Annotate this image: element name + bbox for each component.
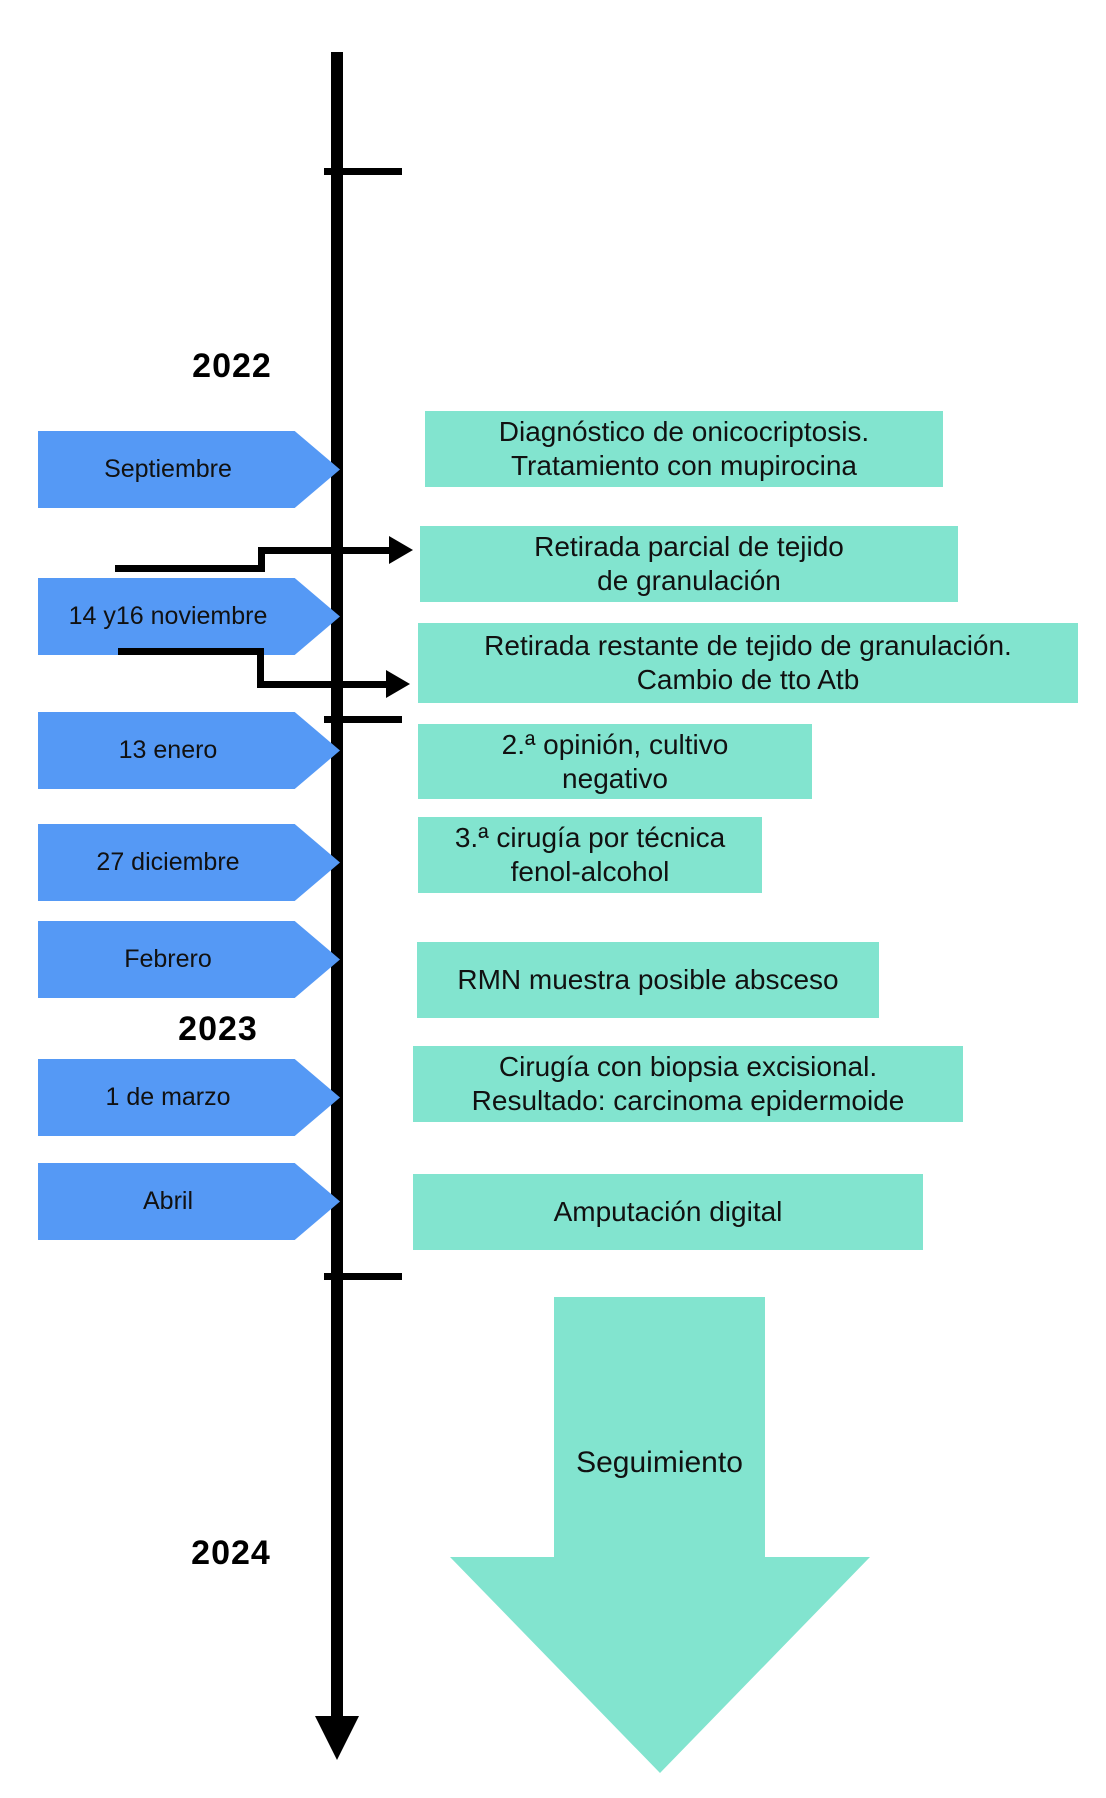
date-flag-febrero: Febrero xyxy=(38,921,340,998)
connector-2-segment xyxy=(257,648,264,688)
timeline-axis xyxy=(331,52,343,1717)
event-box-retirada-parcial: Retirada parcial de tejido de granulació… xyxy=(420,526,958,602)
event-box-tercera-cirugia: 3.ª cirugía por técnica fenol-alcohol xyxy=(418,817,762,893)
year-label-2022: 2022 xyxy=(192,347,272,385)
year-tick-2022 xyxy=(324,168,402,175)
date-flag-label: 1 de marzo xyxy=(105,1083,231,1111)
followup-arrow-head-icon xyxy=(450,1557,870,1773)
date-flag-label: 13 enero xyxy=(118,736,218,764)
date-flag-abril: Abril xyxy=(38,1163,340,1240)
connector-2-segment xyxy=(118,648,264,655)
year-label-2023: 2023 xyxy=(178,1010,258,1048)
event-box-retirada-restante: Retirada restante de tejido de granulaci… xyxy=(418,623,1078,703)
date-flag-label: Septiembre xyxy=(104,455,232,483)
followup-arrow-body xyxy=(554,1297,765,1558)
date-flag-septiembre: Septiembre xyxy=(38,431,340,508)
event-box-segunda-opinion: 2.ª opinión, cultivo negativo xyxy=(418,724,812,799)
date-flag-label: 14 y16 noviembre xyxy=(68,602,268,630)
connector-1-segment xyxy=(258,547,390,554)
date-flag-14y16-noviembre: 14 y16 noviembre xyxy=(38,578,340,655)
event-box-amputacion: Amputación digital xyxy=(413,1174,923,1250)
date-flag-label: 27 diciembre xyxy=(96,848,240,876)
date-flag-1-de-marzo: 1 de marzo xyxy=(38,1059,340,1136)
event-box-biopsia: Cirugía con biopsia excisional. Resultad… xyxy=(413,1046,963,1122)
event-box-diagnostico: Diagnóstico de onicocriptosis. Tratamien… xyxy=(425,411,943,487)
date-flag-27-diciembre: 27 diciembre xyxy=(38,824,340,901)
year-tick-2024 xyxy=(324,1273,402,1280)
connector-1-segment xyxy=(115,565,265,572)
year-label-2024: 2024 xyxy=(191,1534,271,1572)
year-tick-2023 xyxy=(324,716,402,723)
timeline-arrowhead-icon xyxy=(315,1716,359,1760)
connector-1-arrowhead-icon xyxy=(389,536,413,564)
event-box-rmn: RMN muestra posible absceso xyxy=(417,942,879,1018)
date-flag-label: Abril xyxy=(142,1187,193,1215)
connector-2-segment xyxy=(257,681,387,688)
date-flag-label: Febrero xyxy=(124,945,212,973)
date-flag-13-enero: 13 enero xyxy=(38,712,340,789)
connector-2-arrowhead-icon xyxy=(386,670,410,698)
followup-label: Seguimiento xyxy=(576,1446,743,1479)
connector-1-segment xyxy=(258,547,265,572)
